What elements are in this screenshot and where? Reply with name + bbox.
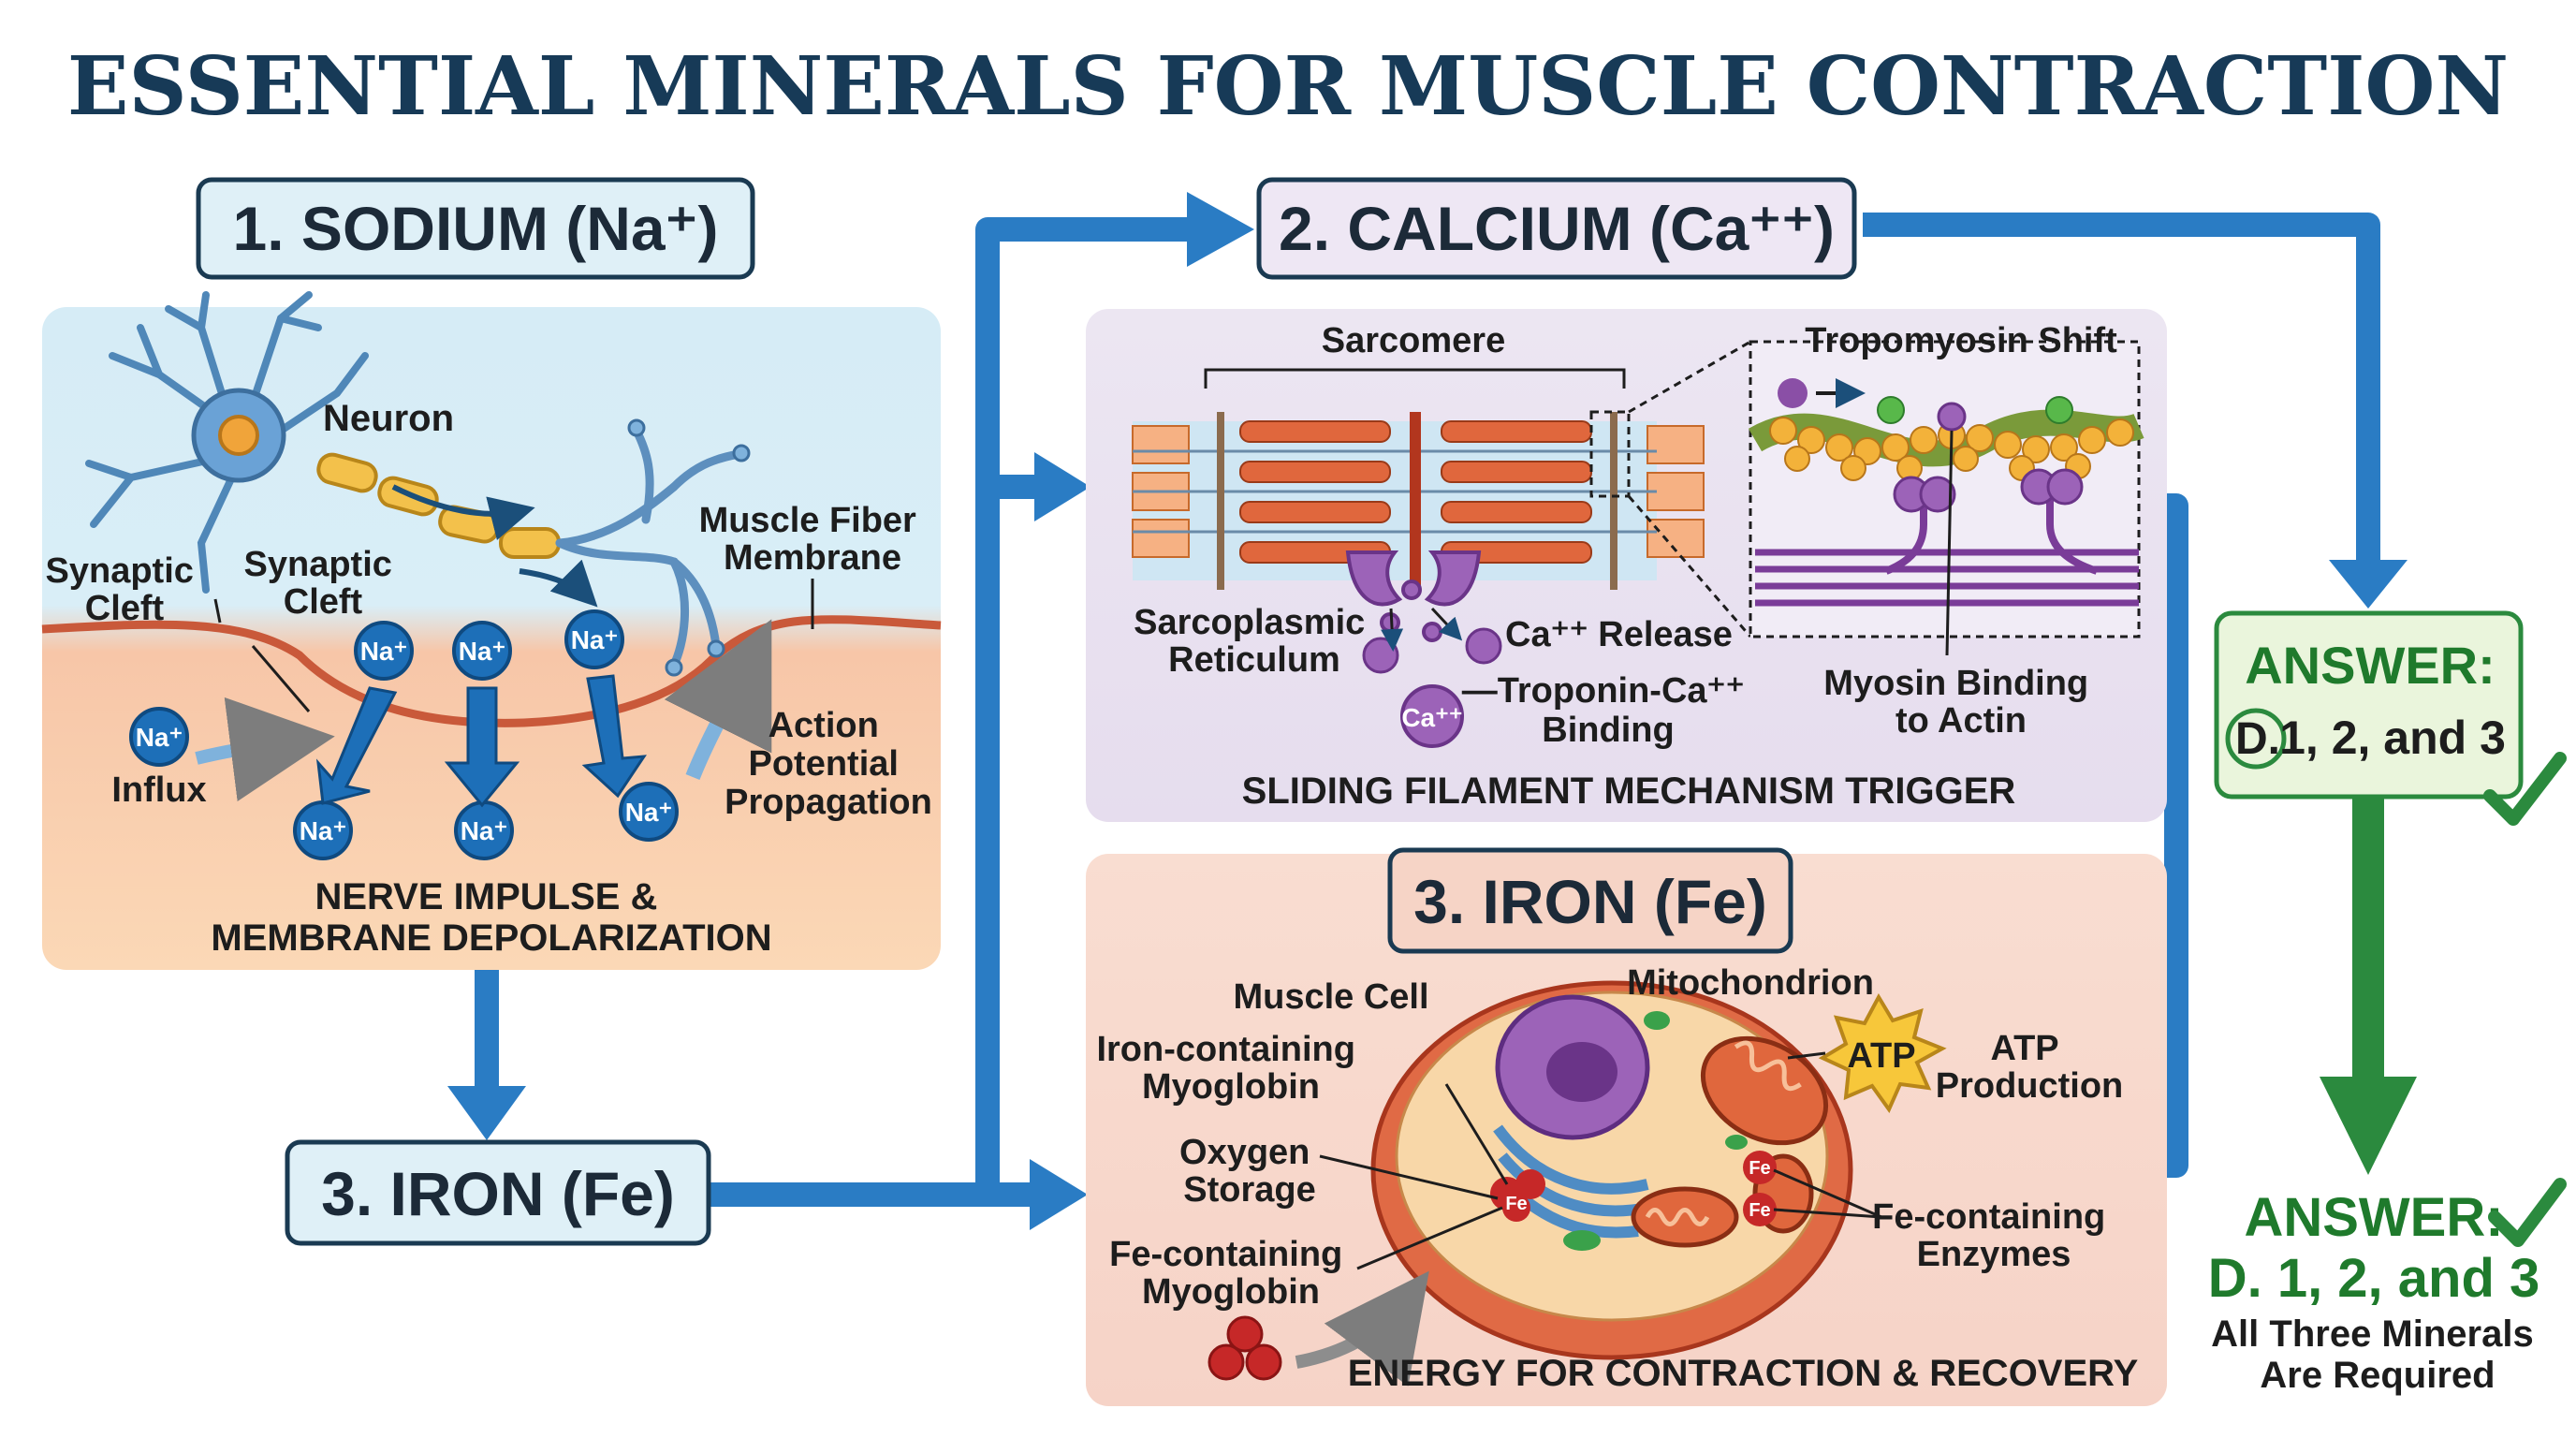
sarcomere — [1132, 410, 1705, 590]
iron-caption: ENERGY FOR CONTRACTION & RECOVERY — [1348, 1353, 2139, 1394]
arrow-to-calcium-head — [1187, 192, 1254, 267]
svg-text:Na⁺: Na⁺ — [461, 816, 508, 845]
label-neuron: Neuron — [323, 398, 454, 439]
label-mitochondrion: Mitochondrion — [1627, 963, 1874, 1003]
neuron — [85, 291, 751, 677]
answer-title: ANSWER: — [2245, 636, 2496, 695]
calcium-panel: Sarcomere — [1086, 309, 2167, 822]
sodium-ions: Na⁺ Na⁺ Na⁺ Na⁺ Na⁺ Na⁺ — [129, 609, 679, 860]
label-influx: Influx — [111, 770, 206, 810]
green-arrow — [2320, 796, 2417, 1175]
answer-circle — [2225, 708, 2287, 770]
iron-panel-heading: 3. IRON (Fe) — [1387, 847, 1793, 954]
label-action-potential: Action Potential Propagation — [724, 706, 932, 822]
final-answer-note: All Three Minerals Are Required — [2211, 1313, 2544, 1396]
sodium-heading: 1. SODIUM (Na⁺) — [196, 177, 755, 280]
neuron-nucleus — [218, 415, 259, 456]
answer-box: ANSWER: D. 1, 2, and 3 — [2214, 610, 2567, 826]
label-muscle-cell: Muscle Cell — [1233, 977, 1428, 1017]
arrow-to-iron-panel-head — [1030, 1159, 1088, 1230]
sodium-ion: Na⁺ — [293, 800, 353, 860]
label-muscle-fiber: Muscle Fiber Membrane — [699, 501, 927, 578]
label-sarcoplasmic: Sarcoplasmic Reticulum — [1134, 603, 1375, 680]
sodium-ion: Na⁺ — [564, 609, 624, 669]
label-tropomyosin: Tropomyosin Shift — [1805, 321, 2117, 360]
check-icon — [2488, 1178, 2567, 1247]
label-oxygen-storage: Oxygen Storage — [1179, 1133, 1320, 1210]
answer-text: 1, 2, and 3 — [2279, 712, 2506, 764]
answer-letter: D. — [2235, 714, 2280, 764]
svg-text:Fe: Fe — [1505, 1194, 1527, 1214]
arrow-to-sliding-head — [1034, 452, 1090, 521]
svg-text:Na⁺: Na⁺ — [300, 816, 347, 845]
sodium-ion: Na⁺ — [454, 800, 514, 860]
label-synaptic-cleft-right: Synaptic Cleft — [244, 545, 402, 622]
arrow-calcium-to-answer — [1863, 213, 2380, 566]
tropomyosin-inset: Tropomyosin Shift — [1748, 321, 2144, 638]
label-synaptic-cleft-left: Synaptic Cleft — [46, 551, 204, 628]
label-sarcomere: Sarcomere — [1322, 321, 1505, 360]
calcium-heading: 2. CALCIUM (Ca⁺⁺) — [1256, 177, 1857, 280]
fe-group: Fe Fe Fe — [1490, 1151, 1777, 1226]
sodium-ion: Na⁺ — [129, 707, 189, 767]
final-answer-text: D. 1, 2, and 3 — [2208, 1248, 2540, 1309]
label-iron-myoglobin: Iron-containing Myoglobin — [1096, 1030, 1365, 1107]
svg-text:3. IRON (Fe): 3. IRON (Fe) — [1413, 867, 1767, 936]
label-fe-myoglobin: Fe-containing Myoglobin — [1109, 1235, 1353, 1312]
svg-text:Fe: Fe — [1749, 1158, 1770, 1179]
red-blood-cells — [1208, 1315, 1282, 1381]
sodium-ion: Na⁺ — [619, 782, 679, 842]
sodium-caption: NERVE IMPULSE & MEMBRANE DEPOLARIZATION — [211, 876, 771, 959]
svg-text:Na⁺: Na⁺ — [360, 637, 408, 666]
svg-text:Na⁺: Na⁺ — [571, 625, 619, 654]
propagation-arrow — [664, 619, 772, 780]
label-troponin: —Troponin-Ca⁺⁺ Binding — [1462, 671, 1754, 750]
influx-arrow — [195, 697, 335, 801]
sodium-panel: Na⁺ Na⁺ Na⁺ Na⁺ Na⁺ Na⁺ — [41, 291, 942, 970]
final-answer-title: ANSWER: — [2244, 1187, 2503, 1248]
final-answer: ANSWER: D. 1, 2, and 3 All Three Mineral… — [2208, 1178, 2567, 1396]
svg-text:Na⁺: Na⁺ — [459, 637, 506, 666]
svg-text:ATP: ATP — [1847, 1036, 1915, 1076]
calcium-ion: Ca⁺⁺ — [1400, 684, 1464, 748]
svg-text:Fe: Fe — [1749, 1200, 1770, 1221]
atp-star: ATP — [1818, 992, 1947, 1113]
calcium-caption: SLIDING FILAMENT MECHANISM TRIGGER — [1242, 770, 2016, 812]
sodium-ion: Na⁺ — [354, 621, 414, 681]
svg-text:3. IRON (Fe): 3. IRON (Fe) — [321, 1159, 675, 1228]
svg-text:Na⁺: Na⁺ — [136, 723, 183, 752]
sodium-ion: Na⁺ — [452, 621, 512, 681]
check-icon — [2483, 752, 2567, 826]
label-atp-production: ATP Production — [1936, 1029, 2124, 1106]
arrow-iron-to-panels — [707, 217, 1198, 1207]
svg-text:Ca⁺⁺: Ca⁺⁺ — [1401, 703, 1462, 732]
svg-text:Na⁺: Na⁺ — [625, 798, 673, 827]
arrow-sodium-to-iron-head — [447, 1086, 526, 1140]
label-ca-release: Ca⁺⁺ Release — [1505, 615, 1733, 654]
iron-box-heading[interactable]: 3. IRON (Fe) — [285, 1139, 711, 1246]
svg-text:1. SODIUM (Na⁺): 1. SODIUM (Na⁺) — [233, 194, 719, 263]
iron-panel: Fe Fe Fe ATP 3. IRON (Fe) Muscle Cell Mi… — [1086, 847, 2167, 1406]
label-myosin-binding: Myosin Binding to Actin — [1823, 664, 2098, 741]
muscle-cell: Fe Fe Fe — [1370, 980, 1853, 1360]
svg-text:2. CALCIUM (Ca⁺⁺): 2. CALCIUM (Ca⁺⁺) — [1279, 194, 1835, 263]
page-title: ESSENTIAL MINERALS FOR MUSCLE CONTRACTIO… — [67, 39, 2509, 134]
arrow-calcium-to-answer-head — [2329, 560, 2408, 609]
label-fe-enzymes: Fe-containing Enzymes — [1872, 1197, 2115, 1274]
